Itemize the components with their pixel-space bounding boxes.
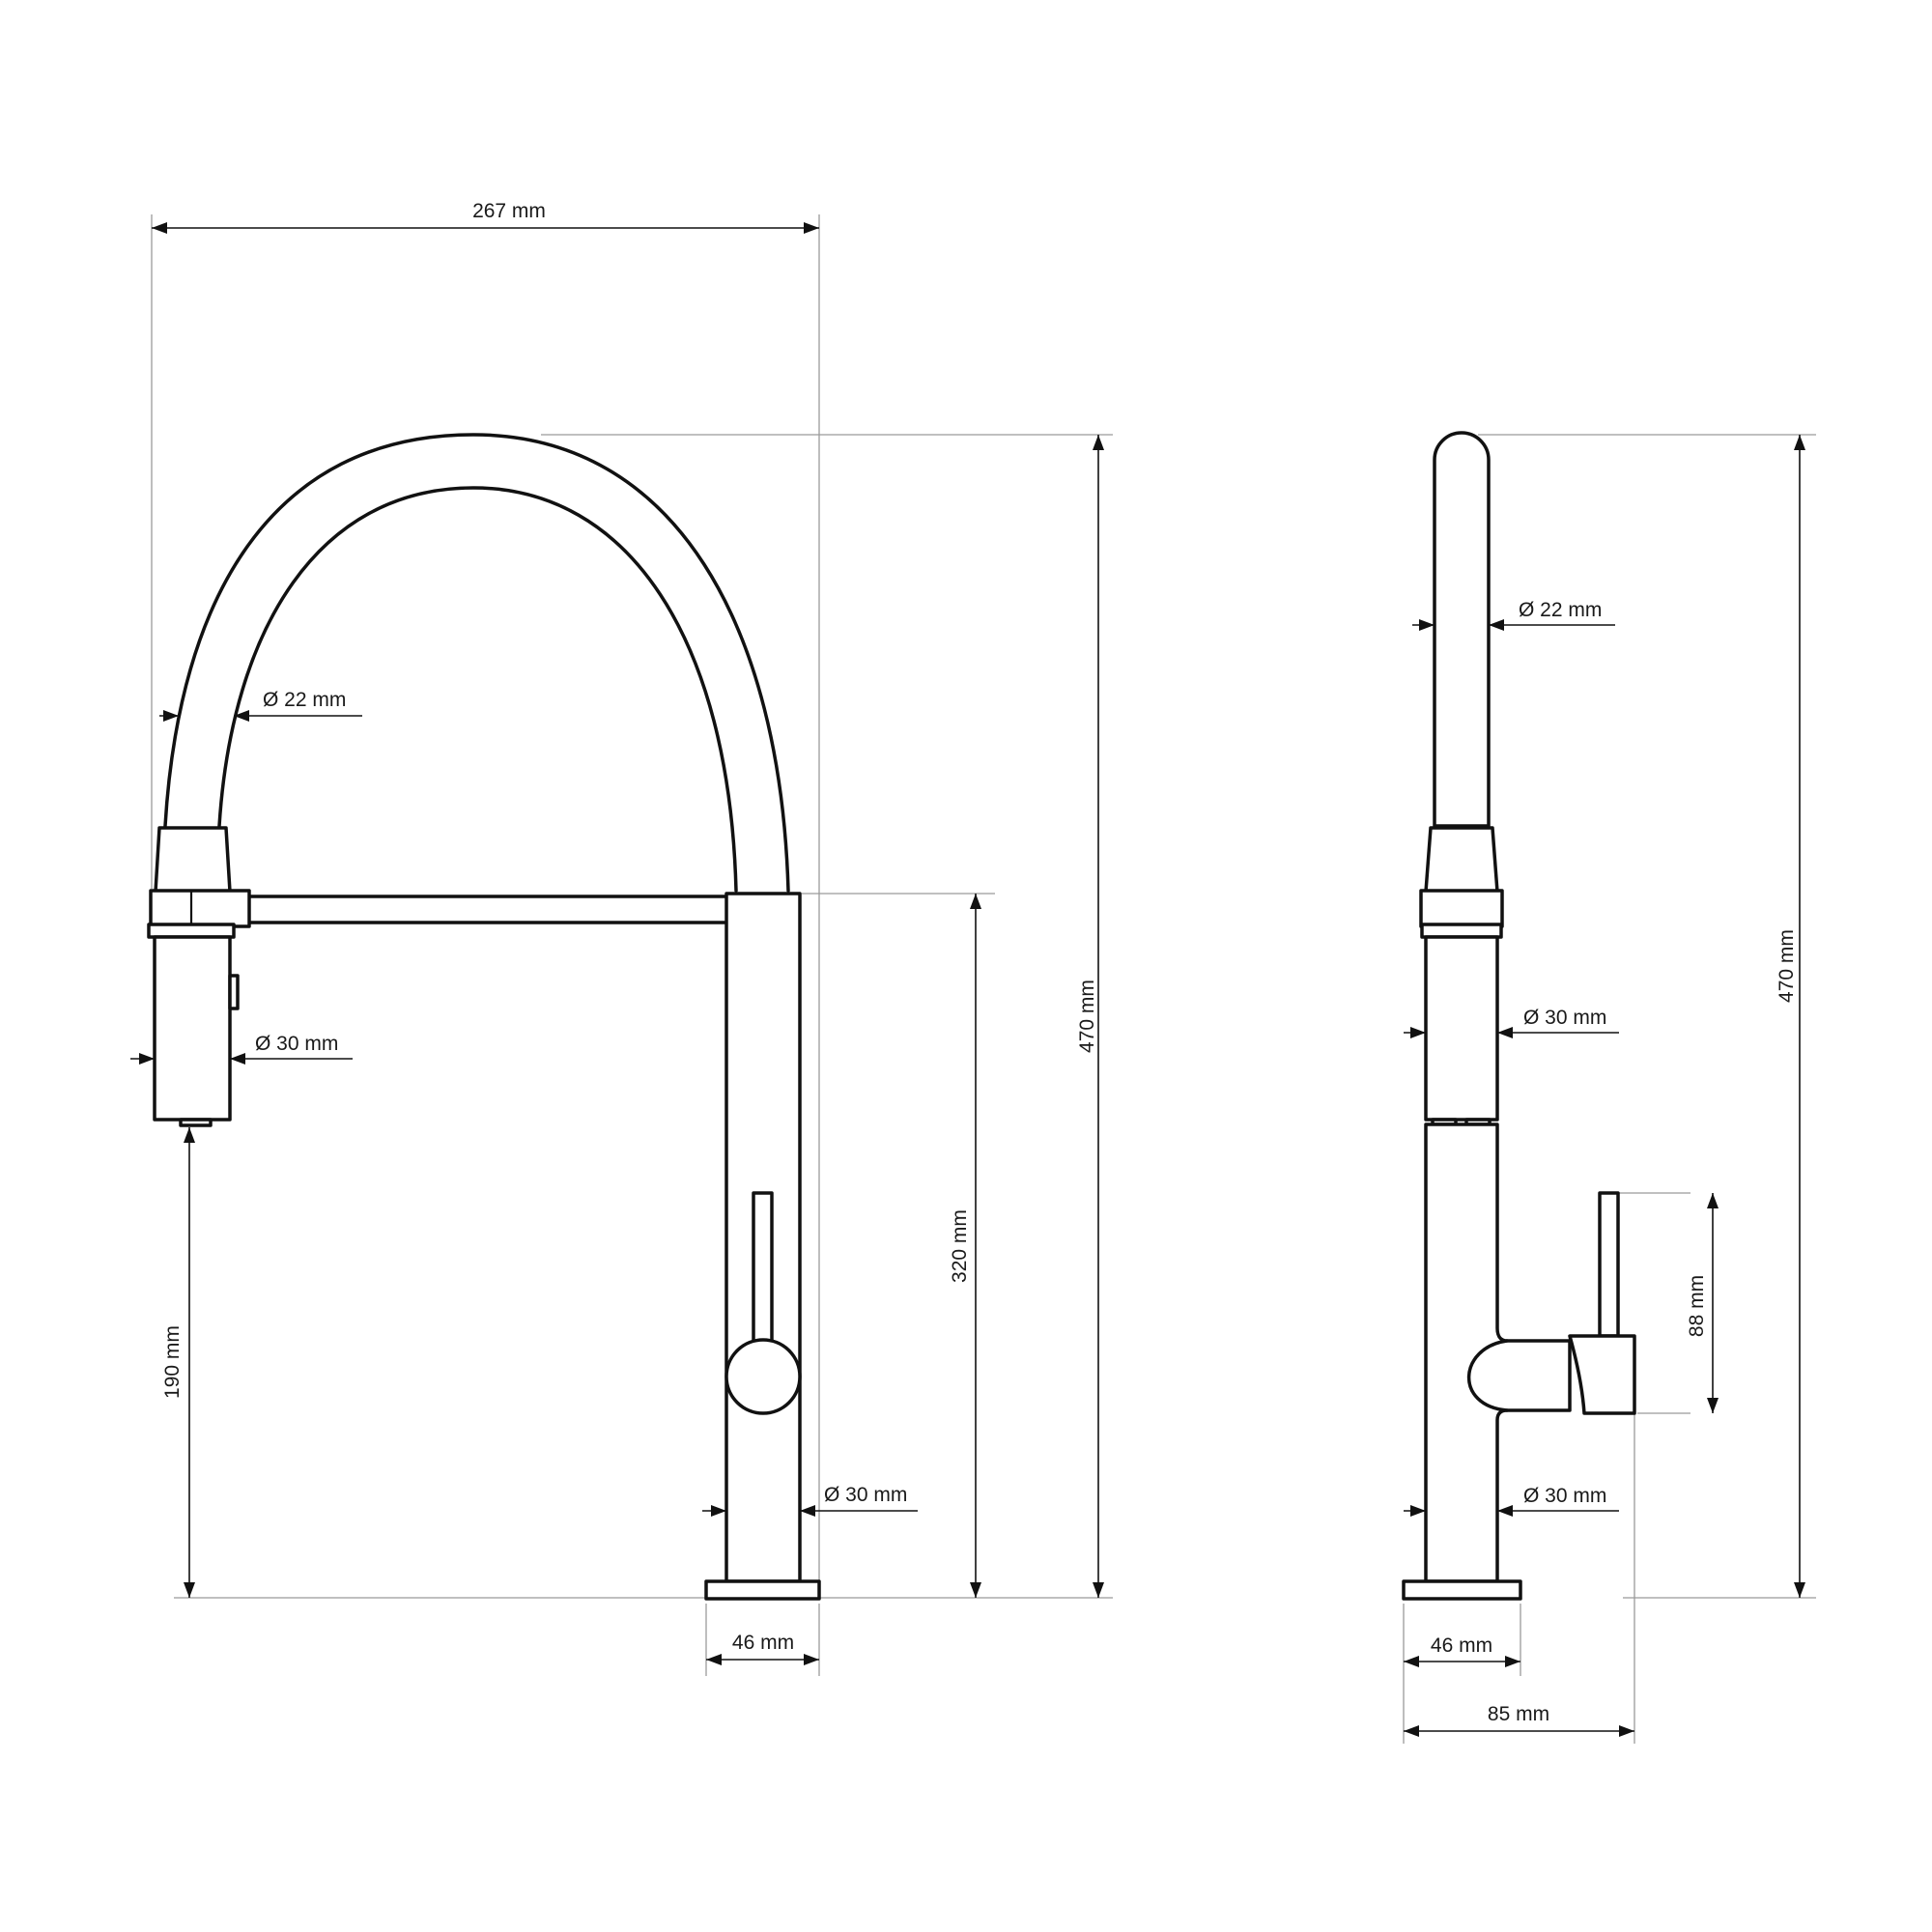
- side-body: [1424, 1122, 1572, 1583]
- dim-front-spray-height: 190 mm: [161, 1127, 195, 1598]
- dim-front-body-diameter: Ø 30 mm: [702, 1484, 918, 1517]
- side-spray-head: [1419, 826, 1504, 1126]
- dim-side-depth-label: 85 mm: [1488, 1703, 1549, 1725]
- front-lever-handle: [752, 1191, 774, 1350]
- side-base: [1402, 1579, 1522, 1601]
- dim-front-base-width: 46 mm: [706, 1632, 819, 1665]
- dim-side-base-width: 46 mm: [1404, 1634, 1520, 1667]
- dim-front-spout-height: 320 mm: [949, 894, 981, 1598]
- dim-side-body-diameter: Ø 30 mm: [1404, 1485, 1619, 1517]
- dim-side-lever-height: 88 mm: [1686, 1193, 1719, 1413]
- dim-front-hose-diameter: Ø 22 mm: [159, 689, 362, 722]
- dim-side-spray-diameter-label: Ø 30 mm: [1523, 1007, 1606, 1029]
- front-spray-head: [147, 826, 251, 1127]
- dim-front-spray-diameter-label: Ø 30 mm: [255, 1033, 338, 1055]
- dim-side-lever-height-label: 88 mm: [1686, 1275, 1708, 1337]
- side-lever-block: [1568, 1334, 1636, 1415]
- dim-side-hose-diameter: Ø 22 mm: [1412, 599, 1615, 631]
- dim-front-hose-diameter-label: Ø 22 mm: [263, 689, 346, 711]
- side-extension-lines: [1403, 434, 1816, 1744]
- dim-side-base-width-label: 46 mm: [1431, 1634, 1492, 1657]
- front-view: 267 mm 470 mm 320 mm 190 mm: [130, 200, 1113, 1676]
- dim-front-height-label: 470 mm: [1076, 980, 1098, 1053]
- front-extension-lines: [151, 214, 1113, 1676]
- side-body-bulge: [1466, 1339, 1509, 1412]
- front-hose: [163, 433, 790, 893]
- front-hose-inner: [217, 486, 738, 893]
- dim-front-body-diameter-label: Ø 30 mm: [824, 1484, 907, 1506]
- dim-side-height-label: 470 mm: [1776, 929, 1798, 1003]
- dim-side-depth: 85 mm: [1404, 1703, 1634, 1737]
- dim-side-hose-diameter-label: Ø 22 mm: [1519, 599, 1602, 621]
- dim-front-width: 267 mm: [152, 200, 819, 234]
- dim-side-spray-diameter: Ø 30 mm: [1404, 1007, 1619, 1038]
- dim-front-spray-height-label: 190 mm: [161, 1325, 184, 1399]
- dim-front-base-width-label: 46 mm: [732, 1632, 794, 1654]
- dim-front-width-label: 267 mm: [472, 200, 546, 222]
- dim-front-spout-height-label: 320 mm: [949, 1209, 971, 1283]
- front-lever-knob: [724, 1338, 802, 1415]
- side-hose: [1433, 431, 1491, 828]
- side-lever-stem: [1598, 1191, 1620, 1338]
- front-base: [704, 1579, 821, 1601]
- dim-side-height: 470 mm: [1776, 435, 1805, 1598]
- dim-side-body-diameter-label: Ø 30 mm: [1523, 1485, 1606, 1507]
- dim-front-spray-diameter: Ø 30 mm: [130, 1033, 353, 1065]
- front-arm: [244, 895, 731, 924]
- dim-front-height: 470 mm: [1076, 435, 1104, 1598]
- side-view: 470 mm 88 mm Ø 22 mm Ø 30 mm: [1402, 431, 1816, 1744]
